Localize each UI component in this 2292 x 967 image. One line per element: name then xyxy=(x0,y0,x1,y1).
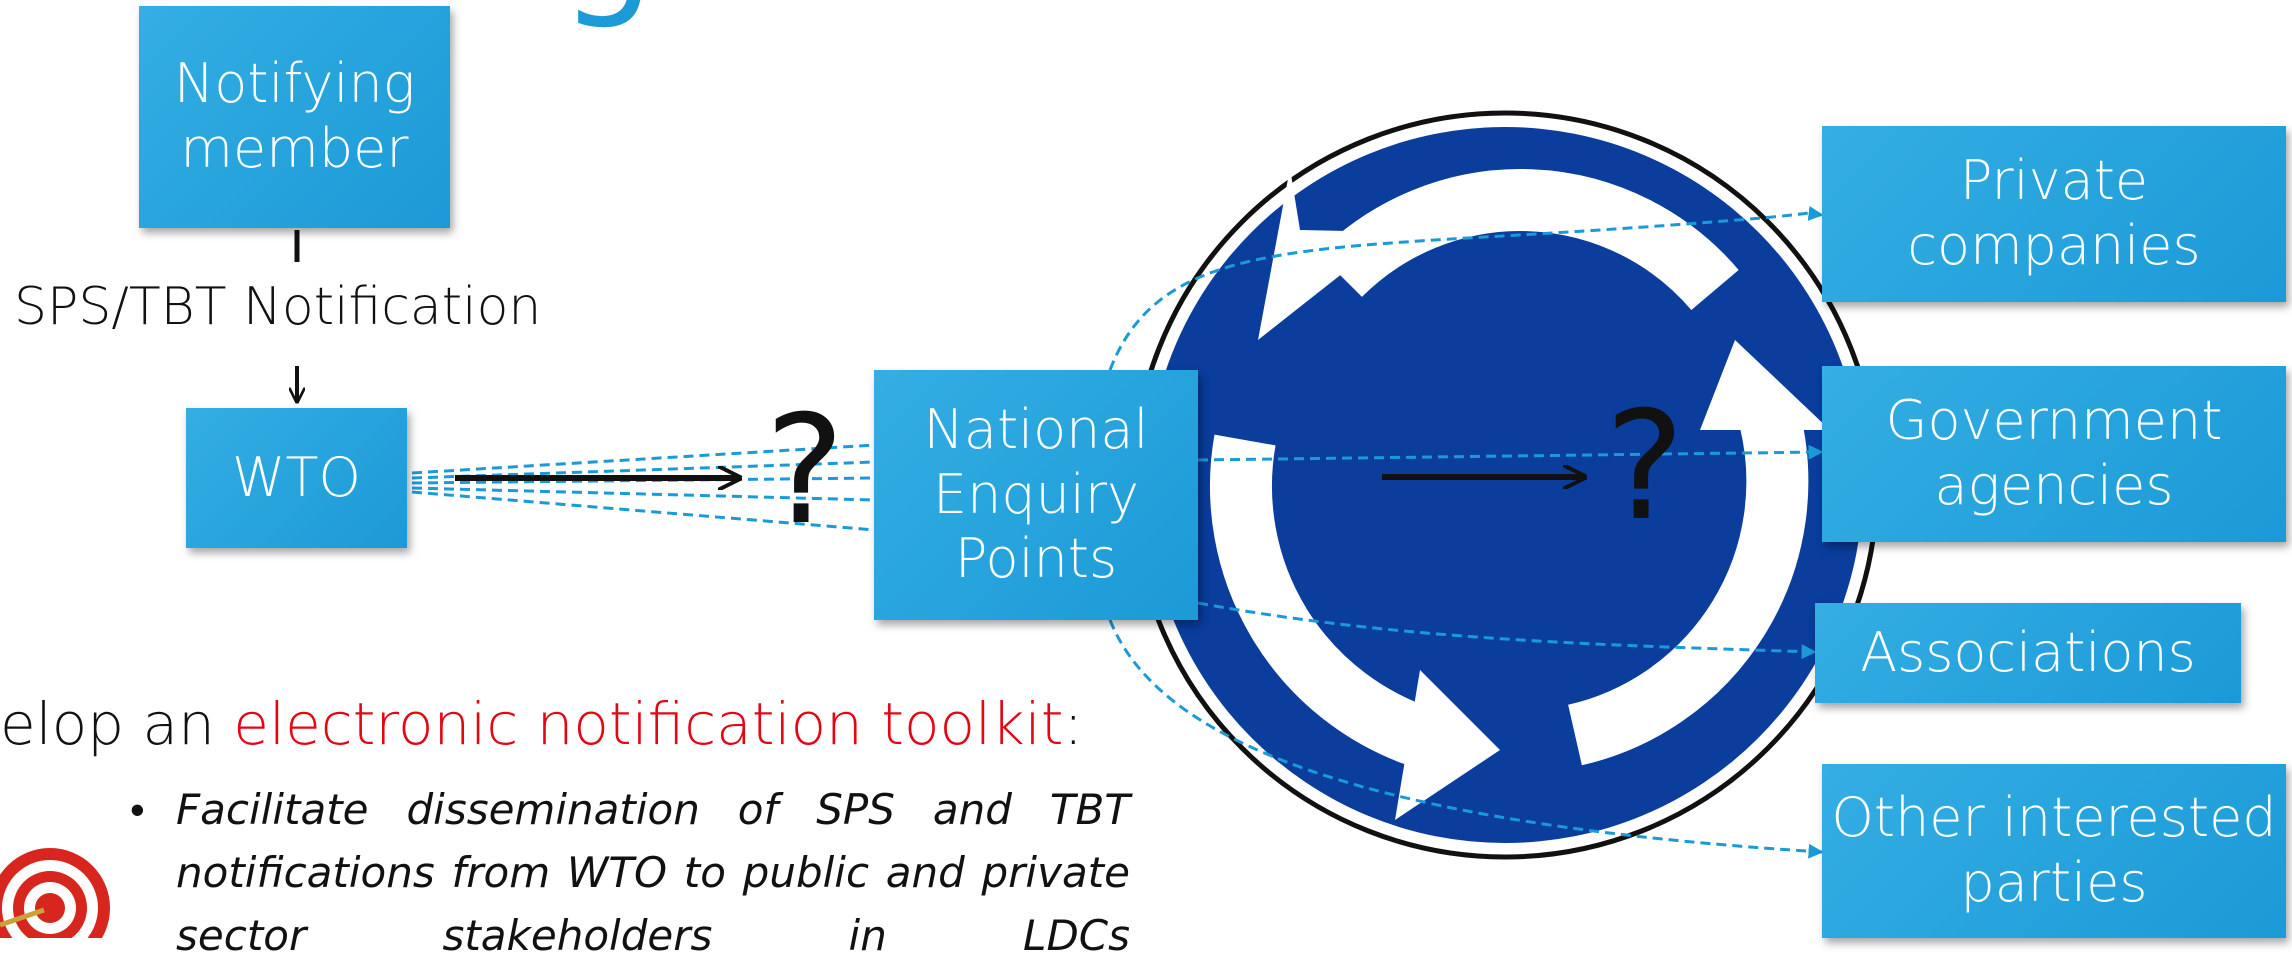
notifying-member-box: Notifying member xyxy=(139,6,450,228)
bullet-item: • Facilitate dissemination of SPS and TB… xyxy=(130,778,1130,967)
bullet-text: Facilitate dissemination of SPS and TBT … xyxy=(176,785,1130,960)
recipient-other-interested-parties: Other interested parties xyxy=(1822,764,2286,938)
roundabout-sign-icon xyxy=(1130,110,1880,860)
heading-prefix: elop an xyxy=(0,690,234,758)
wto-box: WTO xyxy=(186,408,407,548)
slide-title-fragment: g xyxy=(560,0,655,20)
national-enquiry-points-box: National Enquiry Points xyxy=(874,370,1198,620)
question-mark-2: ? xyxy=(1605,380,1685,554)
connector-lines xyxy=(0,205,1824,938)
notification-label: SPS/TBT Notification xyxy=(14,277,542,337)
target-icon xyxy=(0,848,110,938)
heading-highlight: electronic notification toolkit xyxy=(233,690,1064,758)
question-mark-1: ? xyxy=(765,384,845,558)
recipient-government-agencies: Government agencies xyxy=(1822,366,2286,542)
recipient-associations: Associations xyxy=(1815,603,2241,703)
heading-suffix: : xyxy=(1063,690,1084,758)
recipient-private-companies: Private companies xyxy=(1822,126,2286,302)
bullet-symbol: • xyxy=(130,785,145,834)
toolkit-heading: elop an electronic notification toolkit: xyxy=(0,690,1083,758)
